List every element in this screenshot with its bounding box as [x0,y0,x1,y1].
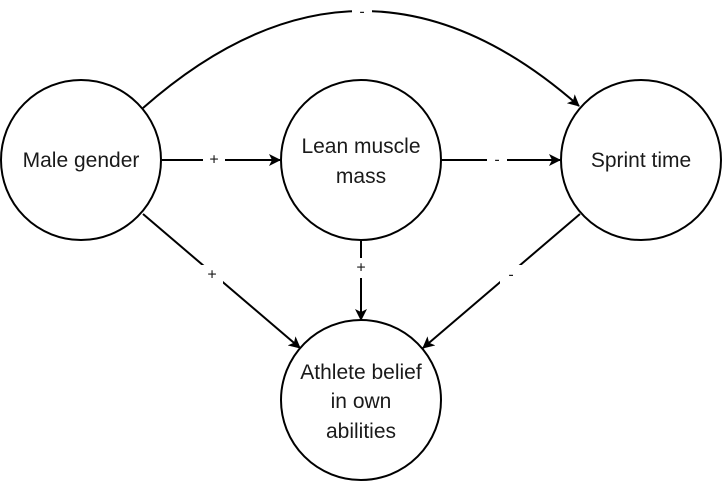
svg-text:Male gender: Male gender [23,149,140,172]
node-sprint-time: Sprint time [560,79,722,241]
svg-text:-: - [359,4,364,21]
node-lean-muscle-mass: Lean muscle mass [280,79,442,241]
edge-label-male-to-belief: + [201,265,223,285]
svg-text:+: + [209,152,218,169]
edge-label-lean-to-belief: + [350,258,372,278]
svg-text:Athlete belief: Athlete belief [300,361,422,384]
svg-text:in own: in own [331,390,392,413]
svg-text:mass: mass [336,165,386,188]
node-athlete-belief: Athlete belief in own abilities [280,319,442,481]
svg-text:-: - [508,267,513,284]
svg-text:-: - [494,152,499,169]
svg-text:Lean muscle: Lean muscle [301,135,420,158]
node-male-gender: Male gender [0,79,162,241]
edge-label-sprint-to-belief: - [500,265,522,285]
svg-text:Sprint time: Sprint time [591,149,691,172]
svg-text:abilities: abilities [326,420,396,443]
svg-text:+: + [207,267,216,284]
edge-label-male-to-lean: + [203,151,225,169]
edge-label-lean-to-sprint: - [487,151,507,169]
svg-text:+: + [356,260,365,277]
edge-label-male-to-sprint: - [352,3,372,21]
